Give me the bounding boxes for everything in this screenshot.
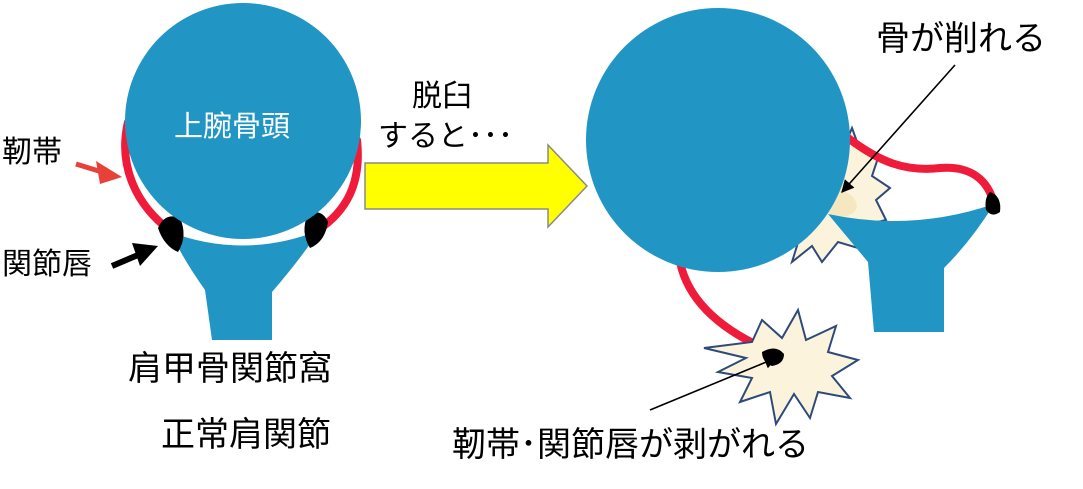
labrum-pointer-arrow: [110, 243, 158, 269]
glenoid-fossa-right: [828, 204, 994, 332]
dislocation-label-line1: 脱臼: [412, 79, 472, 114]
labrum-right-glenoid: [985, 192, 1001, 215]
humeral-head: [125, 3, 361, 239]
normal-joint-label: 正常肩関節: [161, 415, 331, 455]
torn-burst: [703, 307, 861, 427]
normal-joint-illustration: [75, 3, 362, 340]
labrum-right: [304, 212, 328, 248]
dislocation-label-line2: すると･･･: [378, 119, 513, 154]
dislocated-joint-illustration: [586, 8, 1001, 427]
glenoid-fossa: [170, 230, 320, 340]
glenoid-fossa-label: 肩甲骨関節窩: [128, 349, 332, 389]
torn-pointer: [649, 356, 778, 411]
labrum-label: 関節唇: [2, 247, 92, 282]
bone-worn-pointer: [841, 64, 956, 193]
ligament-labrum-torn-label: 靭帯･関節唇が剥がれる: [452, 425, 809, 465]
ligament-label: 靭帯: [2, 135, 62, 170]
humeral-head-label: 上腕骨頭: [174, 109, 291, 143]
ligament-pointer-arrow: [75, 161, 122, 184]
bone-worn-label: 骨が削れる: [876, 19, 1046, 59]
humeral-head-dislocated: [586, 8, 850, 272]
ligament-upper-right: [844, 134, 997, 204]
dislocation-arrow: [364, 143, 589, 229]
labrum-left: [158, 216, 184, 252]
